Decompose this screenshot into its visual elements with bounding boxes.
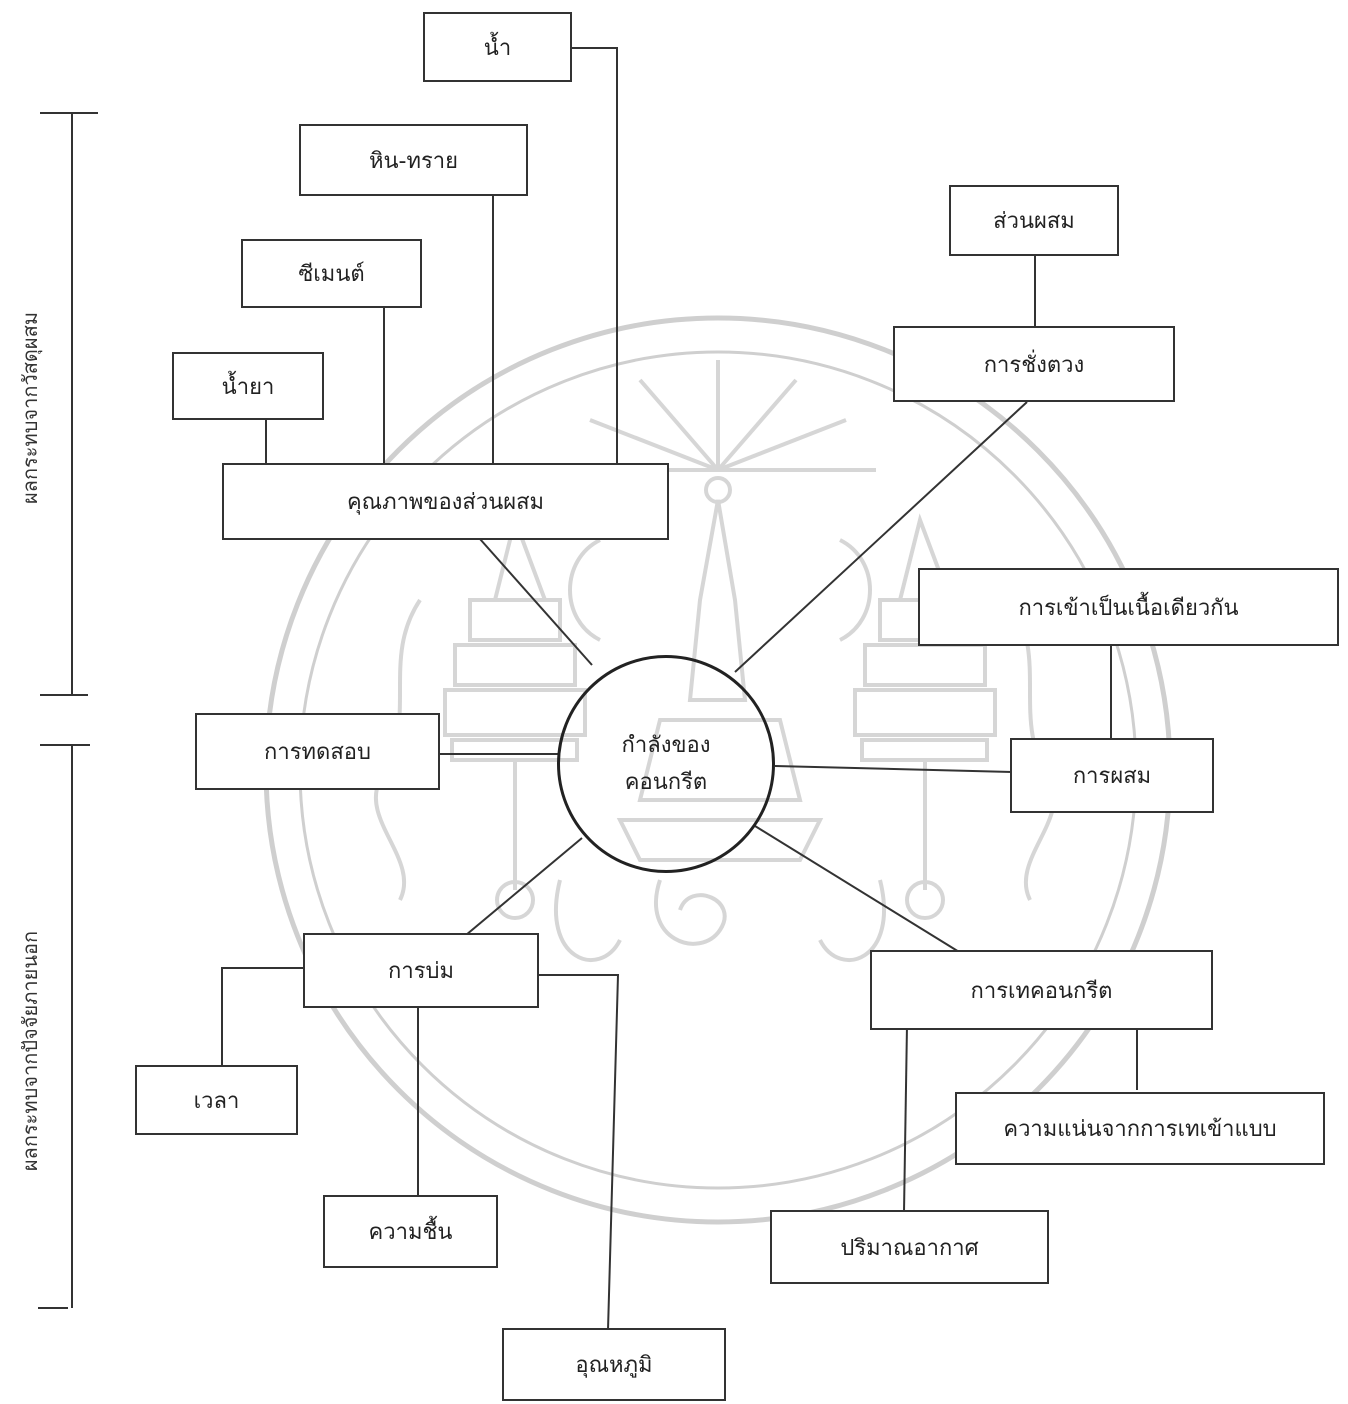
box-cement: ซีเมนต์ (241, 239, 422, 308)
box-batching: การชั่งตวง (893, 326, 1175, 402)
box-temperature: อุณหภูมิ (502, 1328, 726, 1401)
box-air-content: ปริมาณอากาศ (770, 1210, 1049, 1284)
box-water: น้ำ (423, 12, 572, 82)
center-concrete-strength: กำลังของ คอนกรีต (557, 655, 775, 873)
box-testing: การทดสอบ (195, 713, 440, 790)
box-time: เวลา (135, 1065, 298, 1135)
box-humidity: ความชื้น (323, 1195, 498, 1268)
box-mix-proportion: ส่วนผสม (949, 185, 1119, 256)
center-line-2: คอนกรีต (624, 770, 708, 795)
side-label-materials: ผลกระทบจากวัสดุผสม (18, 311, 42, 505)
box-mixing: การผสม (1010, 738, 1214, 813)
center-line-1: กำลังของ (621, 732, 711, 758)
box-placing: การเทคอนกรีต (870, 950, 1213, 1030)
box-curing: การบ่ม (303, 933, 539, 1008)
side-label-external-factors: ผลกระทบจากปัจจัยภายนอก (18, 930, 42, 1172)
box-compaction: ความแน่นจากการเทเข้าแบบ (955, 1092, 1325, 1165)
box-homogeneity: การเข้าเป็นเนื้อเดียวกัน (918, 568, 1339, 646)
box-stone-sand: หิน-ทราย (299, 124, 528, 196)
box-mix-quality: คุณภาพของส่วนผสม (222, 463, 669, 540)
box-admixture: น้ำยา (172, 352, 324, 420)
